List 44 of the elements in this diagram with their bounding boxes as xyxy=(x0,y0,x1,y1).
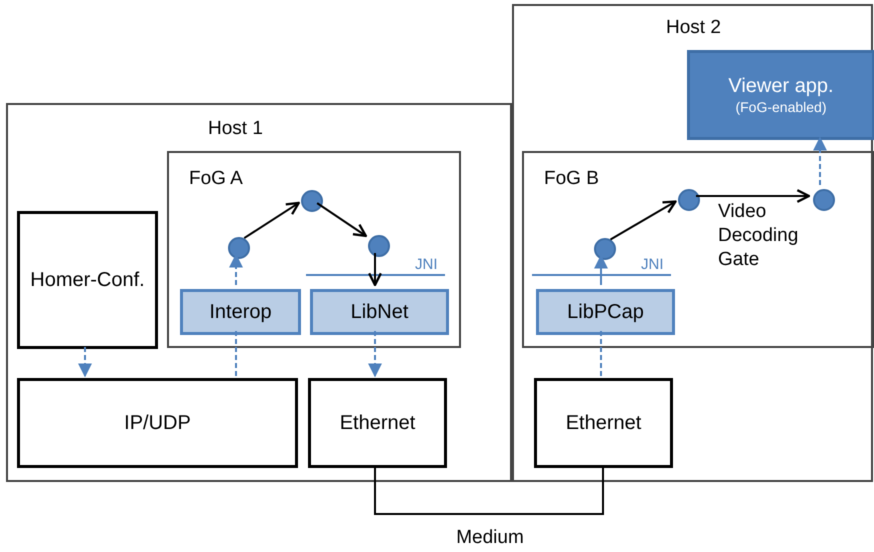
box-label: Homer-Conf. xyxy=(29,268,146,292)
box-label: IP/UDP xyxy=(123,410,192,436)
component-box xyxy=(534,378,673,468)
arrow xyxy=(78,347,92,378)
arrow xyxy=(594,254,608,285)
component-box xyxy=(17,211,158,349)
library-box xyxy=(180,289,301,335)
gate-node xyxy=(301,190,323,212)
gate-node xyxy=(228,237,250,259)
group-heading: Host 1 xyxy=(208,119,263,138)
host-frame xyxy=(167,151,461,348)
component-box xyxy=(17,378,298,468)
box-label: Ethernet xyxy=(338,410,416,436)
arrow xyxy=(368,253,382,286)
arrow xyxy=(610,200,677,240)
host-frame xyxy=(522,151,874,348)
library-box xyxy=(536,289,675,335)
arrow xyxy=(696,189,810,203)
gate-node xyxy=(594,238,616,260)
box-label: LibNet xyxy=(350,300,410,324)
arrow xyxy=(244,202,300,239)
interface-label: JNI xyxy=(415,257,438,272)
gate-node xyxy=(368,235,390,257)
arrow xyxy=(813,136,827,185)
host-frame xyxy=(6,103,512,482)
box-label: Ethernet xyxy=(564,410,642,436)
interface-label: JNI xyxy=(641,257,664,272)
component-box xyxy=(308,378,447,468)
library-box xyxy=(310,289,449,335)
box-label: Viewer app. xyxy=(727,74,835,99)
arrow xyxy=(368,331,382,378)
box-sublabel: (FoG-enabled) xyxy=(734,98,828,116)
group-heading: FoG A xyxy=(189,169,243,188)
arrow xyxy=(316,202,368,238)
group-heading: Host 2 xyxy=(666,18,721,37)
box-label: LibPCap xyxy=(566,300,645,324)
application-box xyxy=(687,50,874,140)
host-frame xyxy=(512,4,873,482)
box-label: Interop xyxy=(208,300,273,324)
group-heading: FoG B xyxy=(544,169,599,188)
gate-node xyxy=(678,189,700,211)
edge-label: Video Decoding Gate xyxy=(718,200,800,272)
arrow xyxy=(229,254,243,285)
gate-node xyxy=(813,189,835,211)
